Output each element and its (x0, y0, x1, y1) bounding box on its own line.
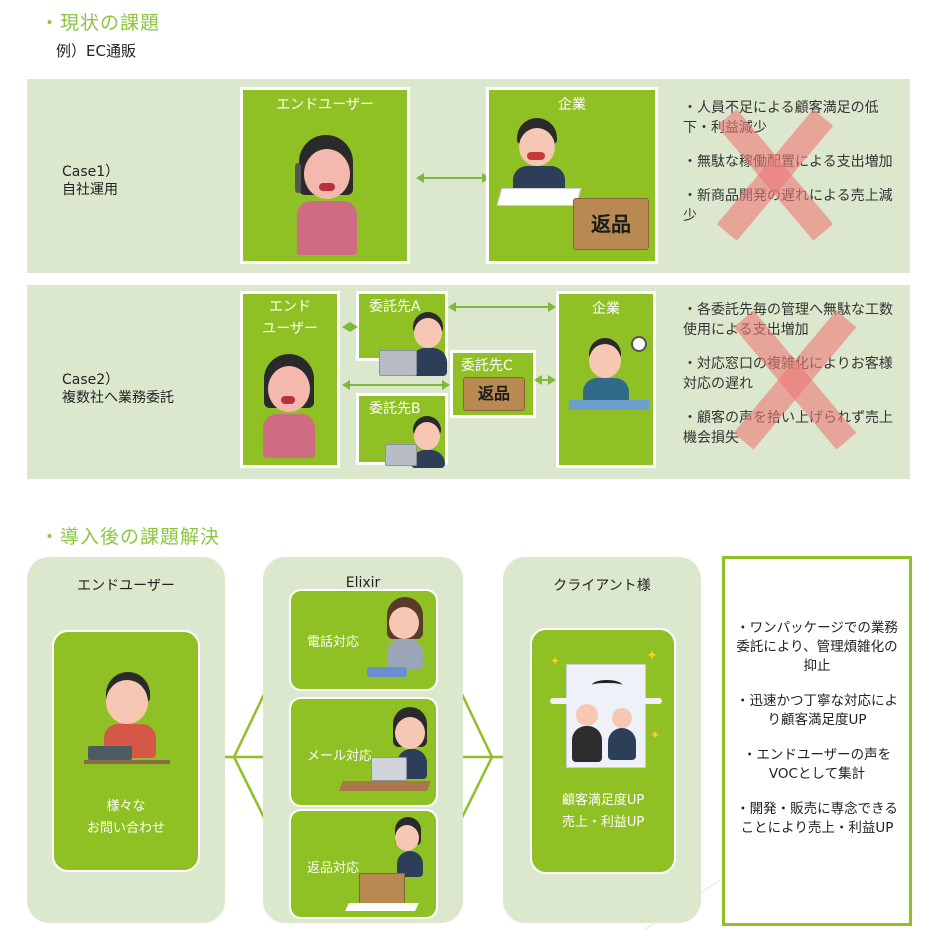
client-column-title: クライアント様 (553, 578, 651, 594)
enduser-caption-line1: 様々な (106, 799, 146, 814)
benefit-item: ・エンドユーザーの声をVOCとして集計 (742, 747, 892, 782)
operator-headset-icon (379, 312, 459, 382)
service-email-box[interactable]: メール対応 (289, 697, 438, 807)
service-return-label: 返品対応 (307, 861, 360, 876)
case1-company-box: 企業 返品 (486, 87, 658, 264)
case2-company-label: 企業 (592, 301, 620, 317)
client-caption-line1: 顧客満足度UP (561, 793, 645, 808)
case2-enduser-label-line2: ユーザー (262, 321, 318, 337)
service-email-label: メール対応 (307, 749, 373, 764)
return-parcel-icon: 返品 (463, 377, 525, 411)
case2-enduser-label: エンド ユーザー (243, 296, 337, 340)
enduser-vendor-c-arrow (342, 380, 450, 390)
service-phone-label: 電話対応 (307, 635, 360, 650)
case1-enduser-box: エンドユーザー (240, 87, 410, 264)
enduser-column-title: エンドユーザー (77, 578, 175, 594)
vendor-a-box: 委託先A (356, 291, 448, 376)
example-subtitle: 例）EC通販 (56, 42, 136, 60)
benefit-item: ・ワンパッケージでの業務委託により、管理煩雑化の抑止 (736, 620, 898, 674)
client-result-box: ✦ ✦ ✦ 顧客満足度UP 売上・利益UP (530, 628, 676, 874)
busy-businessman-icon (496, 114, 589, 206)
section-title-current-issues: ・現状の課題 (40, 12, 161, 34)
woman-packing-box-icon (345, 817, 433, 917)
case1-label-line1: Case1） (62, 164, 120, 180)
case2-company-box: 企業 (556, 291, 656, 468)
benefits-box: ・ワンパッケージでの業務委託により、管理煩雑化の抑止 ・迅速かつ丁寧な対応により… (722, 556, 912, 926)
case2-label: Case2） 複数社へ業務委託 (62, 371, 174, 407)
operator-woman-headset-icon (367, 597, 433, 687)
benefit-item: ・迅速かつ丁寧な対応により顧客満足度UP (736, 693, 898, 728)
enduser-vendor-a-arrow (342, 322, 358, 332)
elixir-column-title: Elixir (345, 575, 381, 591)
enduser-inquiry-caption: 様々な お問い合わせ (54, 796, 198, 840)
enduser-inquiry-box: 様々な お問い合わせ (52, 630, 200, 872)
case1-enduser-label: エンドユーザー (276, 97, 374, 113)
return-parcel-icon: 返品 (573, 198, 649, 250)
service-return-box[interactable]: 返品対応 (289, 809, 438, 919)
case1-company-label: 企業 (558, 97, 586, 113)
case1-label-line2: 自社運用 (62, 182, 118, 198)
angry-woman-phone-icon (291, 135, 361, 255)
vendor-b-box: 委託先B (356, 393, 448, 468)
case2-label-line1: Case2） (62, 372, 120, 388)
case1-label: Case1） 自社運用 (62, 163, 119, 199)
vendor-a-label: 委託先A (369, 299, 421, 315)
tired-worker-icon (385, 416, 455, 476)
enduser-caption-line2: お問い合わせ (86, 821, 165, 836)
office-woman-laptop-icon (339, 707, 431, 803)
case2-label-line2: 複数社へ業務委託 (62, 390, 174, 406)
client-result-caption: 顧客満足度UP 売上・利益UP (532, 790, 674, 834)
happy-building-people-icon: ✦ ✦ ✦ (546, 648, 664, 768)
vendor-c-company-arrow (534, 375, 556, 385)
vendor-b-label: 委託先B (369, 401, 421, 417)
service-phone-box[interactable]: 電話対応 (289, 589, 438, 691)
angry-woman-phone-icon (259, 354, 319, 464)
woman-phone-call-icon (84, 672, 174, 772)
vendor-c-box: 委託先C 返品 (450, 350, 536, 418)
overwhelmed-businessman-icon (569, 334, 649, 414)
client-caption-line2: 売上・利益UP (561, 815, 645, 830)
vendor-c-label: 委託先C (461, 358, 513, 374)
case2-enduser-label-line1: エンド (269, 299, 311, 315)
vendor-a-company-arrow (448, 302, 556, 312)
section-title-solution: ・導入後の課題解決 (40, 526, 221, 548)
case2-enduser-box: エンド ユーザー (240, 291, 340, 468)
benefit-item: ・開発・販売に専念できることにより売上・利益UP (736, 801, 898, 836)
